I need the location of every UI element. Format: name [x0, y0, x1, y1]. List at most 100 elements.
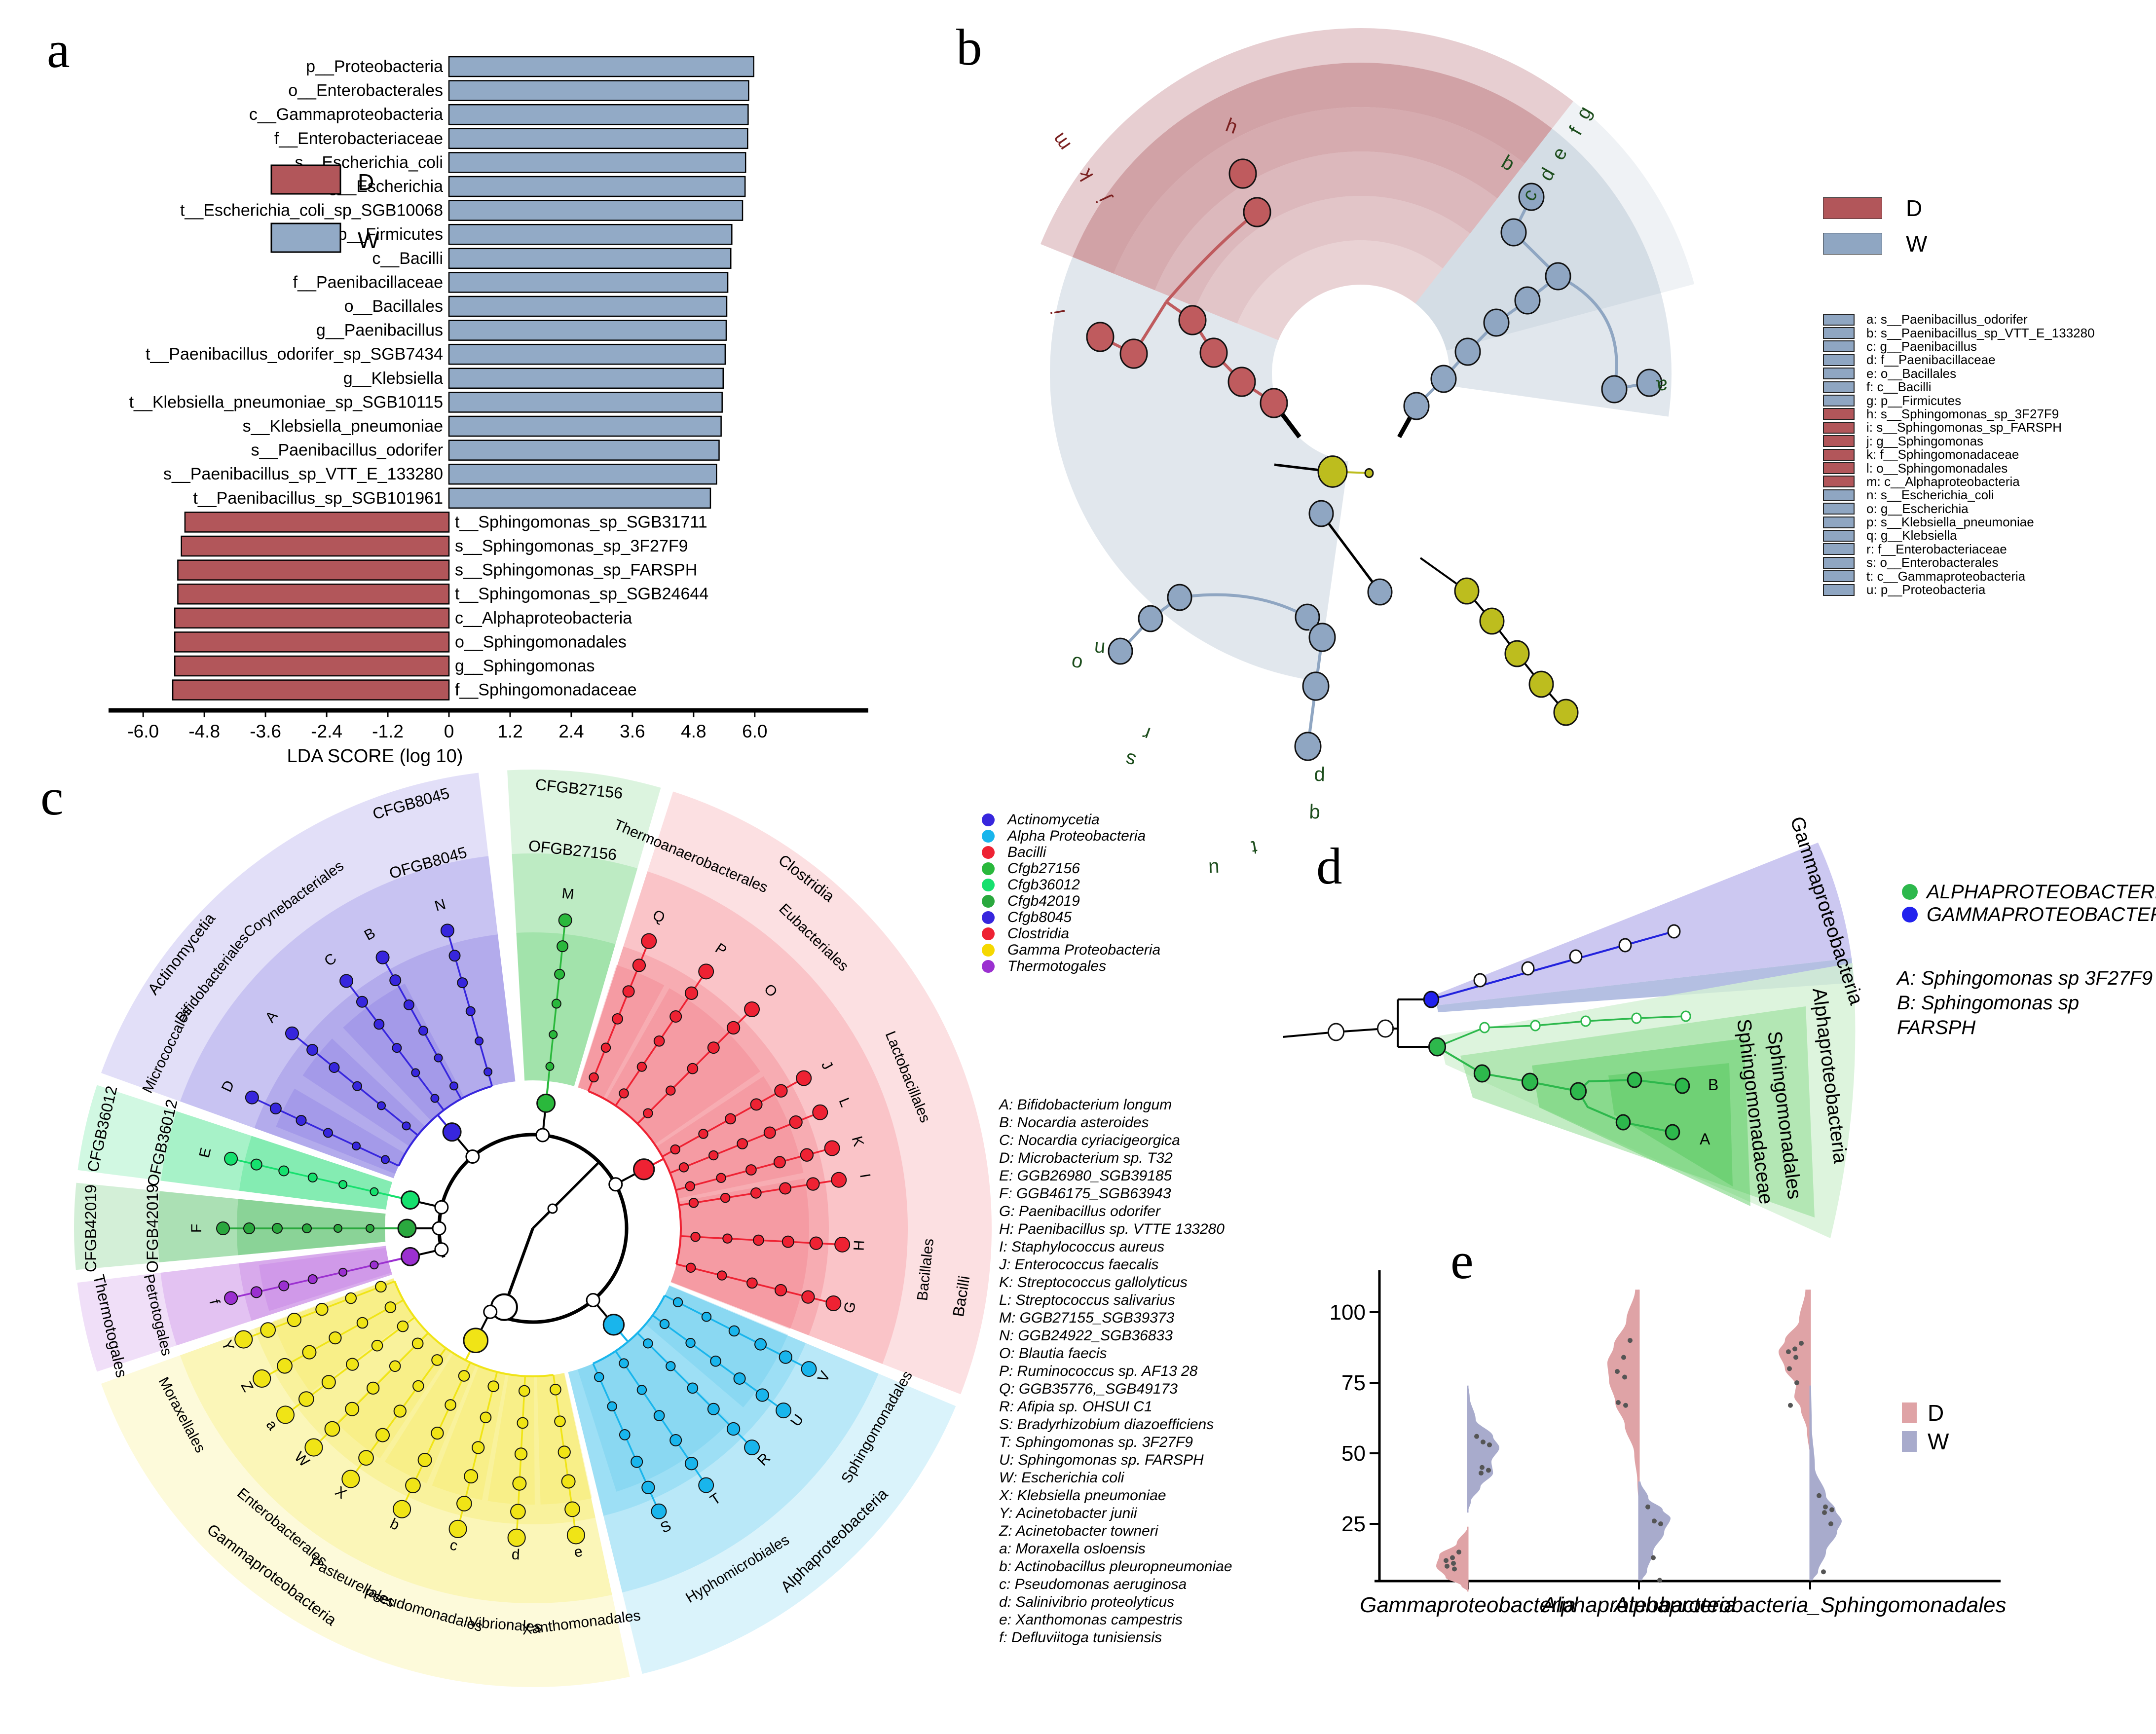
raincloud-violin-plot: 100755025GammaproteobacteriaAlphaproteob…: [1330, 1270, 2007, 1617]
class-legend-label: Cfgb36012: [1007, 876, 1080, 893]
data-point: [1622, 1374, 1627, 1380]
legend-swatch: [1823, 340, 1855, 353]
leaf-node: [269, 1102, 282, 1114]
leaf-node: [402, 1121, 411, 1131]
legend-label: D: [358, 169, 374, 195]
lda-bar: [448, 152, 746, 173]
tree-node: [1317, 455, 1348, 488]
class-legend-label: Cfgb42019: [1007, 892, 1080, 909]
data-point: [1657, 1578, 1662, 1583]
data-point: [1652, 1518, 1657, 1524]
lda-bar-label: o__Enterobacterales: [288, 81, 443, 100]
half-violin-W: [1639, 1481, 1671, 1581]
order-sector: [645, 1285, 788, 1407]
leaf-node: [412, 1380, 424, 1392]
leaf-node: [278, 1280, 290, 1291]
legend-item-label: r: f__Enterobacteriaceae: [1866, 541, 2007, 556]
tree-node: [1376, 1019, 1394, 1038]
lda-bar-label: f__Enterobacteriaceae: [274, 129, 443, 148]
tree-node: [1674, 1077, 1690, 1094]
legend-item-row: r: f__Enterobacteriaceae: [1823, 541, 2156, 556]
species-list-item: L: Streptococcus salivarius: [999, 1292, 1175, 1308]
legend-group-row: W: [1823, 230, 2156, 257]
leaf-node: [411, 1337, 424, 1350]
order-sector: [432, 1366, 506, 1500]
legend-item-label: d: f__Paenibacillaceae: [1866, 352, 1996, 368]
legend-item-row: f: c__Bacilli: [1823, 379, 2156, 394]
leaf-node: [366, 1224, 374, 1233]
leaf-node: [685, 1262, 696, 1273]
legend-swatch: [270, 222, 341, 253]
data-point: [1615, 1369, 1620, 1374]
leaf-node: [666, 1361, 676, 1371]
order-sector: [670, 1178, 810, 1329]
leaf-node: [307, 1274, 318, 1285]
leaf-node: [801, 1290, 815, 1304]
legend-swatch: [1823, 476, 1855, 488]
leaf-node: [725, 1113, 736, 1125]
leaf-node: [375, 950, 390, 964]
leaf-node: [465, 1006, 476, 1016]
cladogram-b-background: [1040, 28, 1703, 716]
leaf-node: [800, 1148, 814, 1162]
species-list-item: Q: GGB35776,_SGB49173: [999, 1381, 1178, 1397]
clade-root-node: [536, 1093, 556, 1113]
leaf-node: [323, 1128, 333, 1138]
order-sector: [606, 988, 760, 1144]
leaf-node: [690, 1232, 701, 1242]
clade-letter: r: [1140, 722, 1153, 745]
lda-bar-label: t__Escherichia_coli_sp_SGB10068: [180, 201, 443, 220]
leaf-node: [302, 1345, 317, 1360]
legend-item-label: a: s__Paenibacillus_odorifer: [1866, 312, 2028, 327]
legend-label: W: [358, 227, 379, 253]
legend-swatch: [1902, 1431, 1917, 1452]
data-point: [1645, 1504, 1650, 1510]
data-point: [1451, 1561, 1456, 1566]
legend-swatch: [1823, 529, 1855, 542]
x-tick-label: 0: [444, 721, 454, 741]
leaf-node: [669, 1434, 682, 1446]
clade-sector: [74, 1182, 386, 1270]
leaf-node: [554, 968, 565, 980]
legend-row: ALPHAPROTEOBACTERIA: [1902, 881, 2156, 903]
leaf-node: [564, 1501, 580, 1517]
leaf-node: [417, 1452, 432, 1467]
tree-node: [1428, 1037, 1447, 1057]
tree-node: [1327, 1023, 1345, 1041]
tree-node: [1521, 1072, 1539, 1091]
leaf-node: [339, 974, 354, 988]
leaf-node: [392, 1043, 402, 1053]
clade-sector: [568, 1286, 956, 1674]
leaf-node: [809, 1236, 823, 1250]
legend-item-row: e: o__Bacillales: [1823, 366, 2156, 381]
clade-root-node: [401, 1190, 420, 1210]
leaf-node: [737, 1138, 748, 1149]
order-sector: [384, 1353, 476, 1483]
order-sector: [336, 1332, 451, 1459]
class-legend-row: Alpha Proteobacteria: [982, 828, 1160, 844]
tree-node: [1500, 218, 1527, 247]
leaf-letter: F: [188, 1224, 205, 1233]
cladogram-d: ABGammaproteobacteriaSphingomonadaceaeSp…: [1283, 814, 1867, 1238]
class-legend-label: Actinomycetia: [1007, 811, 1100, 828]
lda-bar: [448, 463, 717, 485]
tree-node: [1308, 623, 1336, 652]
leaf-node: [733, 1372, 746, 1385]
legend-item-row: q: g__Klebsiella: [1823, 528, 2156, 543]
leaf-node: [643, 1338, 653, 1349]
clade-letter: t: [1250, 836, 1259, 858]
species-list-item: C: Nocardia cyriacigeorgica: [999, 1132, 1180, 1148]
class-legend-dot: [982, 813, 995, 826]
leaf-node: [338, 1267, 348, 1277]
tree-node: [1454, 577, 1480, 605]
legend-swatch: [1823, 395, 1855, 407]
legend-item-label: b: s__Paenibacillus_sp_VTT_E_133280: [1866, 325, 2095, 340]
leaf-node: [431, 1426, 444, 1440]
leaf-node: [384, 1301, 397, 1313]
leaf-node: [779, 1350, 792, 1364]
lda-bar: [448, 176, 746, 197]
legend-item-label: p: s__Klebsiella_pneumoniae: [1866, 515, 2034, 530]
leaf-label-B: B: [1708, 1076, 1718, 1094]
species-list-item: c: Pseudomonas aeruginosa: [999, 1576, 1187, 1592]
